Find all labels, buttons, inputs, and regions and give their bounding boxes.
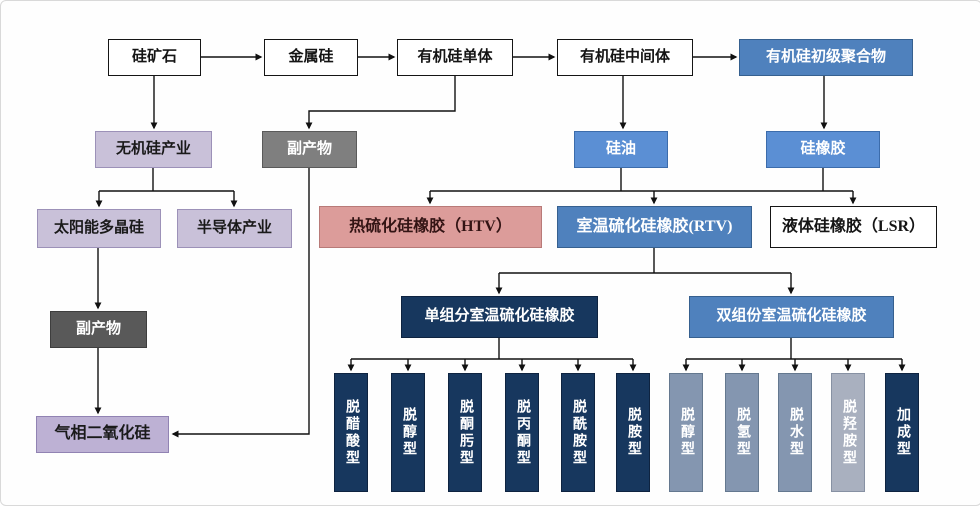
node-deamine-type: 脱胺型 — [616, 373, 650, 492]
node-deacetic-acid-type: 脱醋酸型 — [334, 373, 368, 492]
node-dealcohol-type-2c: 脱醇型 — [669, 373, 703, 492]
node-silicone-rubber: 硅橡胶 — [766, 131, 880, 168]
node-organosilicon-monomer: 有机硅单体 — [397, 39, 513, 76]
node-one-component-rtv: 单组分室温硫化硅橡胶 — [401, 296, 598, 338]
node-addition-cure-type: 加成型 — [885, 373, 919, 492]
node-organosilicon-primary-polymer: 有机硅初级聚合物 — [739, 39, 913, 76]
node-dehydroxylamine-type: 脱羟胺型 — [831, 373, 865, 492]
node-dehydration-type: 脱水型 — [778, 373, 812, 492]
node-inorganic-silicon-industry: 无机硅产业 — [95, 131, 212, 168]
node-lsr-silicone-rubber: 液体硅橡胶（LSR） — [770, 206, 937, 248]
node-dealcohol-type-1c: 脱醇型 — [391, 373, 425, 492]
node-deacetone-type: 脱丙酮型 — [505, 373, 539, 492]
node-byproduct-polysilicon: 副产物 — [50, 311, 147, 348]
node-organosilicon-intermediate: 有机硅中间体 — [557, 39, 693, 76]
node-two-component-rtv: 双组份室温硫化硅橡胶 — [689, 296, 894, 338]
node-silicone-oil: 硅油 — [574, 131, 668, 168]
node-silicon-ore: 硅矿石 — [108, 39, 201, 76]
node-htv-silicone-rubber: 热硫化硅橡胶（HTV） — [319, 206, 542, 248]
node-fumed-silica: 气相二氧化硅 — [36, 416, 169, 453]
node-solar-polysilicon: 太阳能多晶硅 — [37, 209, 161, 248]
node-rtv-silicone-rubber: 室温硫化硅橡胶(RTV) — [557, 206, 752, 248]
node-metal-silicon: 金属硅 — [264, 39, 358, 76]
node-deamide-type: 脱酰胺型 — [561, 373, 595, 492]
node-deketoxime-type: 脱酮肟型 — [448, 373, 482, 492]
node-byproduct-monomer: 副产物 — [262, 131, 357, 168]
node-semiconductor-industry: 半导体产业 — [177, 209, 292, 248]
node-dehydrogenation-type: 脱氢型 — [725, 373, 759, 492]
